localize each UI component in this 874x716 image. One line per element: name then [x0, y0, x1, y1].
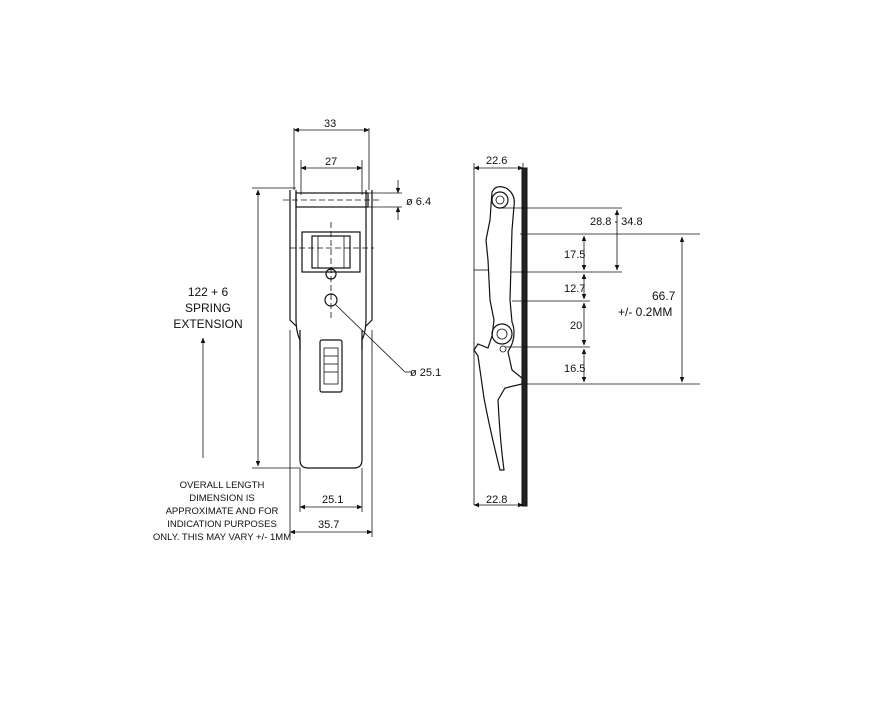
dim-12-7: 12.7: [564, 283, 585, 295]
dim-width-top: 33: [324, 118, 336, 130]
note-line-3: APPROXIMATE AND FOR: [166, 506, 279, 517]
small-hole: [325, 268, 337, 280]
dim-plate-width: 25.1: [322, 494, 343, 506]
right-arm: [361, 190, 367, 350]
note-line-1: OVERALL LENGTH: [180, 480, 265, 491]
note-line-2: DIMENSION IS: [189, 493, 254, 504]
top-pivot-inner: [495, 195, 505, 205]
left-arm: [295, 190, 301, 350]
dim-17-5: 17.5: [564, 249, 585, 261]
dim-hole-dia: ø 25.1: [410, 367, 441, 379]
side-view: 22.6 28.8 - 34.8 17.5 12.7 20 16.5: [473, 155, 700, 508]
mounting-surface: [521, 167, 528, 507]
dim-pitch-tolerance: +/- 0.2MM: [618, 305, 672, 319]
left-flange: [289, 190, 297, 327]
length-label-line-1: 122 + 6: [188, 285, 229, 299]
dim-range: 28.8 - 34.8: [590, 216, 643, 228]
length-label-line-2: SPRING: [185, 301, 231, 315]
dim-top-width: 22.6: [486, 155, 507, 167]
latch-profile: [473, 186, 523, 471]
dim-overall-width: 35.7: [318, 519, 339, 531]
slot-insert: [323, 347, 339, 385]
small-pin: [499, 345, 507, 353]
dim-20: 20: [570, 320, 582, 332]
length-label-line-3: EXTENSION: [173, 317, 242, 331]
slot: [319, 339, 343, 393]
right-flange: [365, 190, 373, 327]
dim-pitch: 66.7: [652, 289, 676, 303]
dim-bottom-width: 22.8: [486, 494, 507, 506]
front-view: 33 27 ø 6.4 ø 25.1: [153, 118, 441, 543]
top-pivot: [491, 191, 509, 209]
leader-line: [334, 303, 406, 373]
dim-width-inner: 27: [325, 156, 337, 168]
note-line-5: ONLY. THIS MAY VARY +/- 1MM: [153, 532, 291, 543]
lower-plate: [299, 330, 363, 469]
lower-pivot: [491, 323, 513, 345]
lower-pivot-inner: [496, 328, 508, 340]
dim-16-5: 16.5: [564, 363, 585, 375]
dim-pin-dia: ø 6.4: [406, 196, 431, 208]
mount-hole: [324, 293, 338, 307]
note-line-4: INDICATION PURPOSES: [167, 519, 277, 530]
